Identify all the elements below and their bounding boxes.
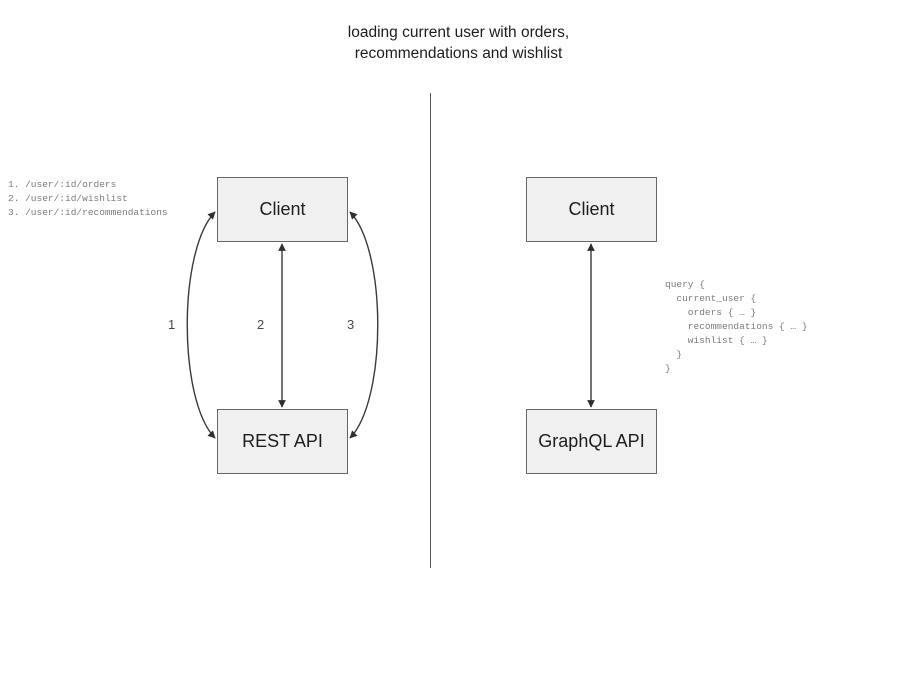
node-rest-api[interactable]: REST API [217, 409, 348, 474]
edge-label-3: 3 [347, 317, 355, 332]
rest-endpoint-list: 1. /user/:id/orders 2. /user/:id/wishlis… [8, 179, 168, 218]
vertical-divider [430, 93, 431, 568]
edge-label-2: 2 [257, 317, 265, 332]
node-graphql-client[interactable]: Client [526, 177, 657, 242]
page-title: loading current user with orders, recomm… [347, 24, 570, 62]
edge-1-path [186, 211, 216, 439]
node-rest-client[interactable]: Client [217, 177, 348, 242]
graphql-query-snippet: query { current_user { orders { … } reco… [665, 279, 808, 374]
node-graphql-api[interactable]: GraphQL API [526, 409, 657, 474]
edge-label-1: 1 [168, 317, 176, 332]
